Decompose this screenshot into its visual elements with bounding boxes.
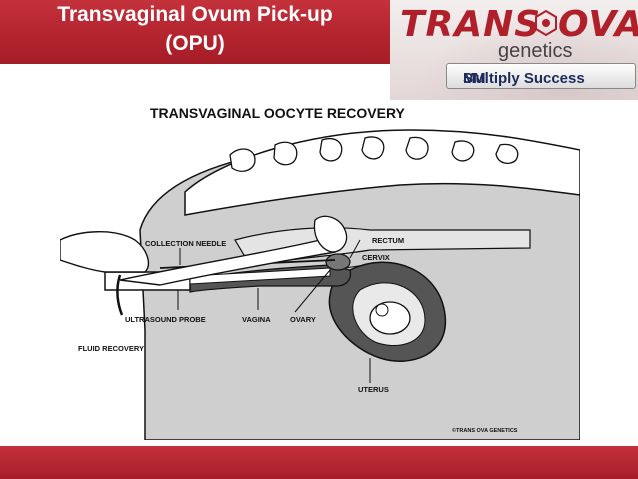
logo-word-ova: OVA (558, 4, 638, 45)
logo-tagline: Multiply Success (463, 70, 585, 87)
right-hand (313, 215, 348, 253)
left-hand (60, 231, 150, 273)
fetus (369, 301, 411, 335)
opu-diagram: TRANSVAGINAL OOCYTE RECOVERY (60, 105, 580, 440)
label-vagina: VAGINA (242, 315, 271, 324)
diagram-title: TRANSVAGINAL OOCYTE RECOVERY (150, 105, 406, 121)
logo-subword: genetics (498, 40, 573, 62)
fluid-recovery-tube (116, 274, 124, 316)
label-ultrasound-probe: ULTRASOUND PROBE (125, 315, 206, 324)
label-uterus: UTERUS (358, 385, 389, 394)
logo-trademark: SM (463, 70, 486, 87)
logo-word-trans: TRANS (400, 4, 542, 45)
vertebrae (229, 136, 519, 172)
slide-title-line2: (OPU) (165, 32, 225, 55)
label-collection-needle: COLLECTION NEEDLE (145, 239, 226, 248)
slide-title-line1: Transvaginal Ovum Pick-up (57, 3, 333, 26)
label-ovary: OVARY (290, 315, 316, 324)
dna-icon (535, 10, 557, 36)
diagram-copyright: ©TRANS OVA GENETICS (452, 427, 518, 434)
ovary (325, 253, 351, 271)
title-box: Transvaginal Ovum Pick-up (OPU) (0, 0, 390, 64)
label-cervix: CERVIX (362, 253, 390, 262)
footer-bar (0, 446, 638, 479)
label-rectum: RECTUM (372, 236, 404, 245)
pointer-lines (177, 239, 371, 383)
label-fluid-recovery: FLUID RECOVERY (78, 344, 144, 353)
